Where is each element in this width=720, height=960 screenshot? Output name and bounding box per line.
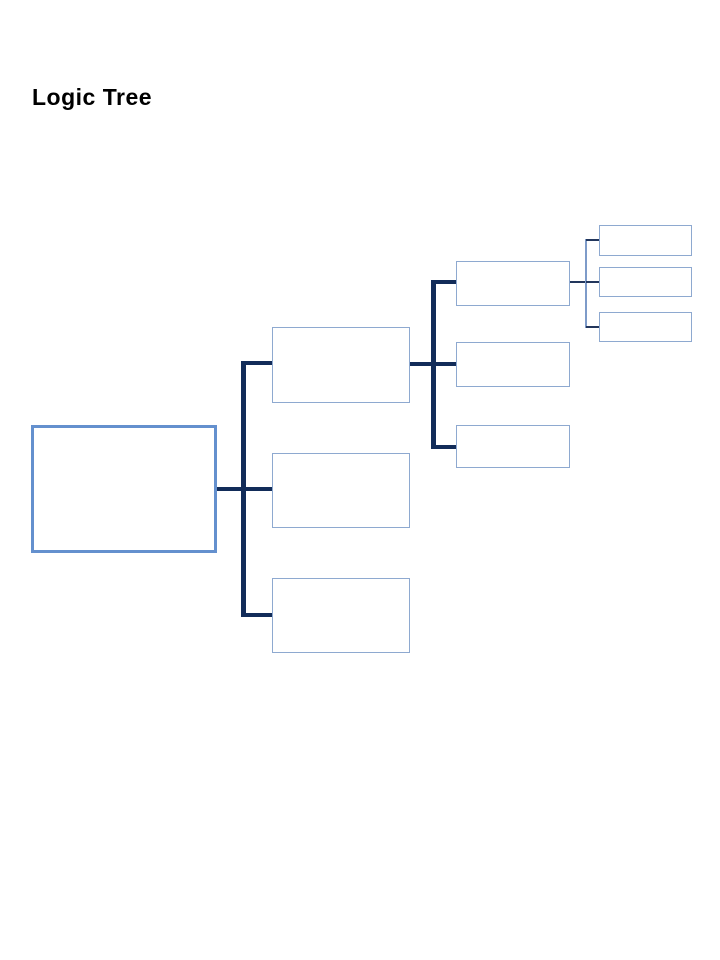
sub-branch-node-3[interactable]: [456, 425, 570, 468]
connector-branch1-sub1: [431, 280, 456, 284]
connector-sub1-spine: [585, 239, 587, 328]
root-node[interactable]: [31, 425, 217, 553]
connector-sub1-leaf2: [586, 281, 599, 283]
connector-branch1-sub3: [431, 445, 456, 449]
branch-node-3[interactable]: [272, 578, 410, 653]
connector-sub1-leaf1: [586, 239, 599, 241]
branch-node-1[interactable]: [272, 327, 410, 403]
sub-branch-node-1[interactable]: [456, 261, 570, 306]
connector-root-branch1: [241, 361, 272, 365]
connector-root-branch3: [241, 613, 272, 617]
leaf-node-2[interactable]: [599, 267, 692, 297]
page-title: Logic Tree: [32, 84, 153, 110]
sub-branch-node-2[interactable]: [456, 342, 570, 387]
connector-sub1-leaf3: [586, 326, 599, 328]
branch-node-2[interactable]: [272, 453, 410, 528]
leaf-node-1[interactable]: [599, 225, 692, 256]
connector-root-spine: [241, 361, 246, 617]
connector-sub1-out: [570, 281, 586, 283]
connector-branch1-spine: [431, 280, 436, 449]
leaf-node-3[interactable]: [599, 312, 692, 342]
